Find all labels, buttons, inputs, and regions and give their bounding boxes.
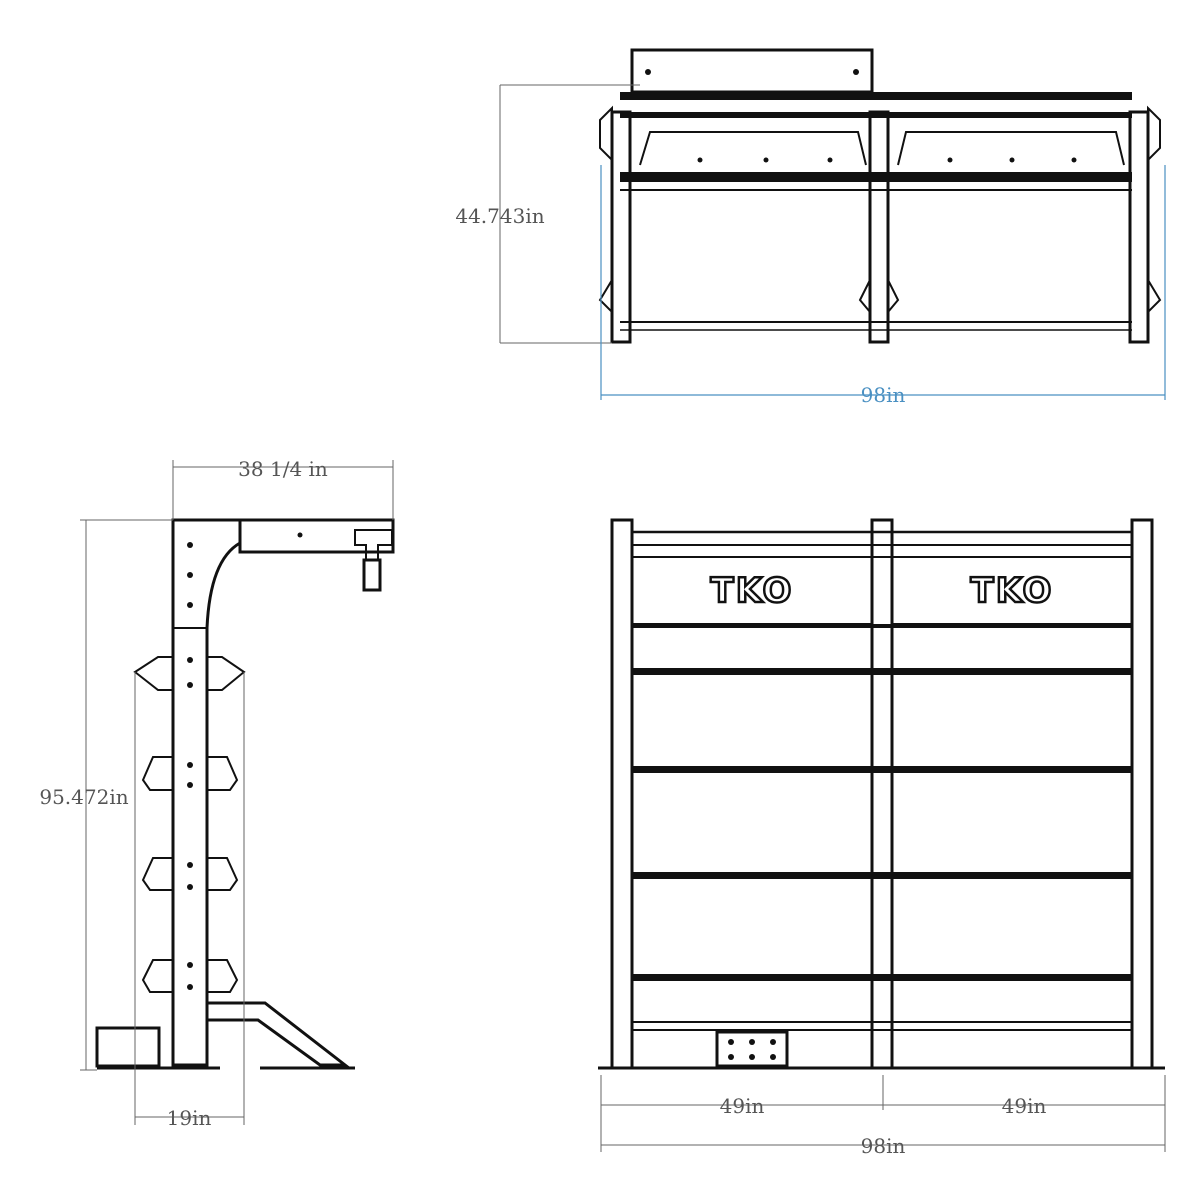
front-view-shelf-3 bbox=[632, 766, 1132, 773]
side-view-tray-1-right bbox=[206, 756, 239, 791]
front-view-right-bay-label: 49in bbox=[1002, 1094, 1047, 1118]
top-view-upright-left bbox=[610, 110, 632, 344]
front-view-upright-left bbox=[610, 518, 634, 1070]
top-view: 44.743in 98in bbox=[455, 48, 1166, 407]
front-view-logo-right: TKO bbox=[971, 571, 1054, 611]
side-view-ramp bbox=[205, 1001, 350, 1067]
top-view-width-label: 98in bbox=[861, 383, 906, 407]
side-view-top-width-label: 38 1/4 in bbox=[238, 457, 328, 481]
side-view-hanger-clamp bbox=[354, 529, 393, 561]
front-view-shelf-5 bbox=[632, 974, 1132, 981]
side-view-tray-3-right bbox=[206, 959, 239, 993]
top-view-upright-center bbox=[868, 110, 890, 344]
side-view-tray-1-left bbox=[141, 756, 174, 791]
top-view-header-panel bbox=[630, 48, 874, 94]
top-view-depth-label: 44.743in bbox=[455, 204, 544, 228]
side-view-tray-2-right bbox=[206, 857, 239, 891]
front-view-upright-right bbox=[1130, 518, 1154, 1070]
front-view-shelf-4 bbox=[632, 872, 1132, 879]
front-view-shelf-1 bbox=[632, 624, 1132, 628]
front-view: TKO TKO 49in 49in 98in bbox=[598, 518, 1166, 1158]
front-view-upright-center bbox=[870, 518, 894, 1070]
side-view-top-arm bbox=[238, 518, 395, 554]
side-view-bracket-right bbox=[206, 656, 246, 691]
side-view-tray-2-left bbox=[141, 857, 174, 891]
front-view-shelf-2 bbox=[632, 668, 1132, 675]
side-view: 38 1/4 in 95.472in 19in bbox=[39, 457, 395, 1130]
front-view-base-plate bbox=[715, 1030, 789, 1068]
side-view-tray-3-left bbox=[141, 959, 174, 993]
side-view-foot bbox=[95, 1026, 161, 1068]
side-view-bracket-left bbox=[133, 656, 174, 691]
top-view-tray-left bbox=[639, 131, 867, 166]
top-view-tray-right bbox=[897, 131, 1125, 166]
side-view-base-width-label: 19in bbox=[167, 1106, 212, 1130]
front-view-left-bay-label: 49in bbox=[720, 1094, 765, 1118]
top-view-rail-front bbox=[620, 172, 1132, 182]
side-view-height-label: 95.472in bbox=[39, 785, 128, 809]
front-view-total-width-label: 98in bbox=[861, 1134, 906, 1158]
front-view-logo-left: TKO bbox=[711, 571, 794, 611]
top-view-rail-rear bbox=[620, 92, 1132, 100]
top-view-upright-right bbox=[1128, 110, 1150, 344]
